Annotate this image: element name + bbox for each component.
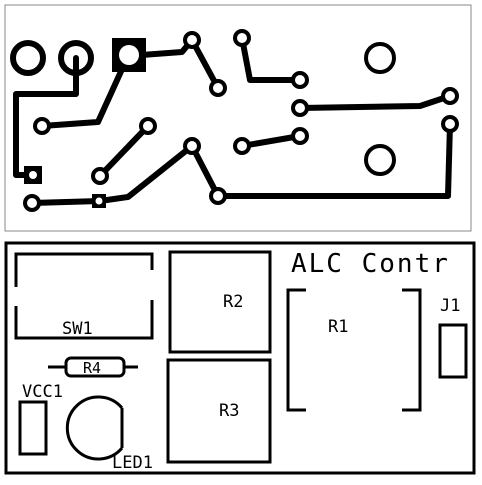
r2-label: R2 (223, 292, 243, 312)
pad-switch-square-hole (119, 45, 139, 65)
silkscreen-layer: ALC Contr SW1 R2 R3 R1 J1 R4 VCC1 (4, 241, 476, 475)
pad-large-1 (10, 40, 46, 76)
pad-m (233, 137, 251, 155)
component-sw1 (14, 252, 154, 340)
pad-d (291, 71, 309, 89)
trace-mid-left-diagonal (97, 123, 151, 179)
trace-top-diagonal (189, 37, 221, 91)
pad-g (441, 87, 459, 105)
pad-o (23, 194, 41, 212)
trace-bottom-main (29, 121, 453, 206)
pad-l (183, 137, 201, 155)
trace-top-right-bend (239, 35, 303, 83)
pad-large-2 (58, 40, 94, 76)
pad-small-square-left-hole (29, 171, 37, 179)
r1-label: R1 (328, 317, 348, 337)
component-r3-outline (166, 358, 272, 464)
copper-layer (4, 4, 472, 232)
led1-label: LED1 (112, 453, 153, 473)
r1-right-bracket (402, 288, 422, 412)
pad-small-square-bottom-hole (95, 197, 103, 205)
j1-label: J1 (440, 296, 460, 316)
sw1-outline (14, 252, 154, 340)
component-r2-outline (168, 250, 272, 354)
r4-label: R4 (83, 359, 101, 377)
pad-f (291, 127, 309, 145)
component-j1-outline (438, 323, 468, 379)
component-r1-outline (286, 288, 422, 412)
square-pads (24, 38, 146, 208)
pad-k (91, 167, 109, 185)
mount-hole-bottom-right (364, 144, 396, 176)
trace-right-long (297, 93, 453, 111)
small-pads (23, 29, 459, 212)
sw1-label: SW1 (62, 319, 93, 339)
pad-b (209, 79, 227, 97)
vcc1-label: VCC1 (22, 382, 63, 402)
r3-label: R3 (219, 401, 239, 421)
pad-c (233, 29, 251, 47)
copper-layer-frame (4, 4, 472, 232)
trace-mid-short (239, 133, 303, 149)
r1-left-bracket (286, 288, 306, 412)
component-r4 (48, 356, 138, 378)
r4-body (64, 356, 126, 378)
pad-i (33, 117, 51, 135)
large-pads (10, 40, 396, 176)
component-led1-outline (65, 395, 124, 461)
pad-h (441, 115, 459, 133)
pad-e (291, 99, 309, 117)
pad-j (139, 117, 157, 135)
trace-left-loop (13, 55, 79, 178)
board-outline (4, 241, 476, 475)
trace-switch-diagonal (39, 53, 131, 129)
board-title: ALC Contr (291, 249, 450, 279)
traces (13, 35, 453, 206)
mount-hole-top-right (364, 42, 396, 74)
pad-a (183, 31, 201, 49)
component-vcc1-outline (18, 400, 48, 456)
pad-n (209, 187, 227, 205)
